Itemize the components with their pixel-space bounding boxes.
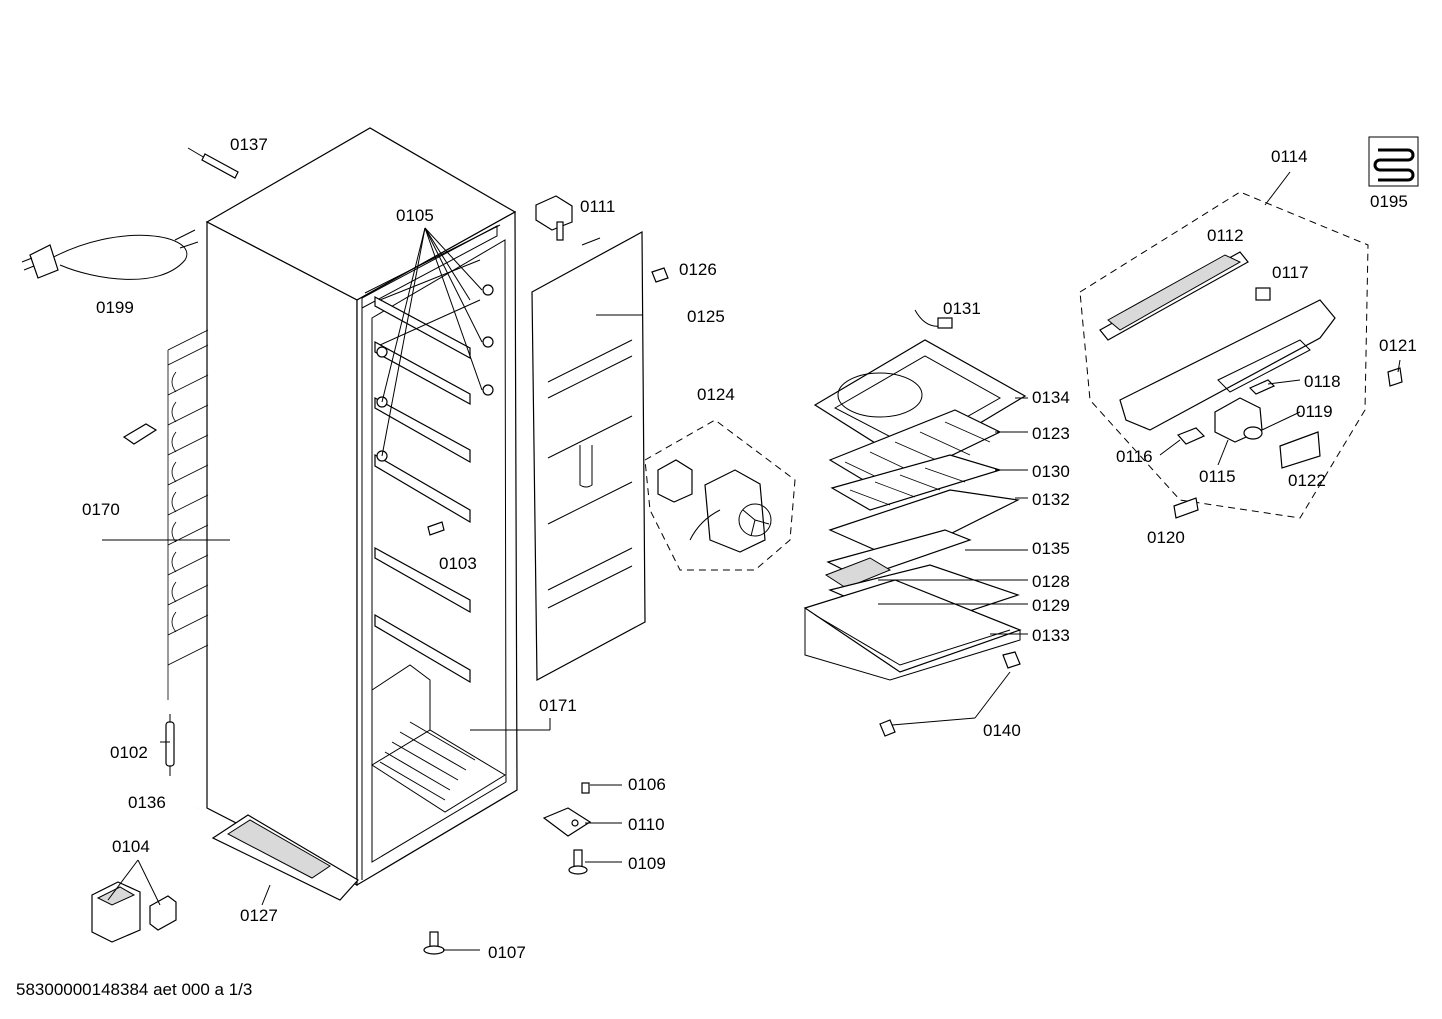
label-0128: 0128 [1032, 572, 1070, 591]
label-0111: 0111 [580, 197, 615, 216]
part-sensor-0137 [187, 147, 239, 179]
part-screw-0140 [879, 651, 1021, 737]
label-0109: 0109 [628, 854, 666, 873]
label-0131: 0131 [943, 299, 981, 318]
label-0199: 0199 [96, 298, 134, 317]
part-0195-heating-coil-icon [1368, 136, 1419, 187]
part-power-cord-0199 [21, 229, 199, 280]
rear-panel-0125 [531, 230, 646, 681]
document-code: 58300000148384 aet 000 a 1/3 [16, 980, 253, 999]
control-panel-0114 [1079, 191, 1403, 519]
part-0102 [165, 714, 175, 776]
label-0135: 0135 [1032, 539, 1070, 558]
label-0120: 0120 [1147, 528, 1185, 547]
condenser-grid [122, 329, 209, 700]
label-0118: 0118 [1304, 372, 1341, 391]
evaporator-stack [803, 309, 1027, 681]
label-0117: 0117 [1272, 263, 1309, 282]
label-0133: 0133 [1032, 626, 1070, 645]
label-0121: 0121 [1379, 336, 1417, 355]
cabinet-drawing [205, 127, 518, 901]
part-bracket-0111 [535, 195, 573, 241]
part-sensor-0103 [427, 521, 445, 536]
label-0195: 0195 [1370, 192, 1408, 211]
label-0122: 0122 [1288, 471, 1326, 490]
part-hose-0136 [184, 806, 201, 857]
label-0132: 0132 [1032, 490, 1070, 509]
fan-assembly-0124 [644, 419, 796, 571]
label-0126: 0126 [679, 260, 717, 279]
part-screw-0106 [581, 782, 590, 794]
part-labels: 0137 0199 0105 0111 0126 0125 0124 0131 … [82, 135, 1417, 962]
label-0116: 0116 [1116, 447, 1153, 466]
label-0112: 0112 [1207, 226, 1244, 245]
label-0110: 0110 [628, 815, 665, 834]
label-0127: 0127 [240, 906, 278, 925]
label-0129: 0129 [1032, 596, 1070, 615]
label-0124: 0124 [697, 385, 735, 404]
label-0123: 0123 [1032, 424, 1070, 443]
label-0125: 0125 [687, 307, 725, 326]
label-0105: 0105 [396, 206, 434, 225]
part-0126 [651, 267, 669, 283]
label-0140: 0140 [983, 721, 1021, 740]
label-0119: 0119 [1296, 402, 1333, 421]
shelf-rails [374, 259, 494, 684]
label-0137: 0137 [230, 135, 268, 154]
leader-lines [102, 171, 1401, 951]
label-0102: 0102 [110, 743, 148, 762]
label-0104: 0104 [112, 837, 150, 856]
label-0103: 0103 [439, 554, 477, 573]
label-0170: 0170 [82, 500, 120, 519]
label-0171: 0171 [539, 696, 577, 715]
part-foot-0107 [423, 931, 445, 955]
label-0130: 0130 [1032, 462, 1070, 481]
label-0106: 0106 [628, 775, 666, 794]
label-0136: 0136 [128, 793, 166, 812]
drawer-grooves [379, 721, 476, 801]
part-relay-box-0104 [91, 881, 177, 943]
label-0114: 0114 [1271, 147, 1308, 166]
part-foot-0109 [568, 849, 588, 875]
label-0107: 0107 [488, 943, 526, 962]
label-0115: 0115 [1199, 467, 1236, 486]
part-hinge-0110 [542, 807, 592, 837]
label-0134: 0134 [1032, 388, 1070, 407]
